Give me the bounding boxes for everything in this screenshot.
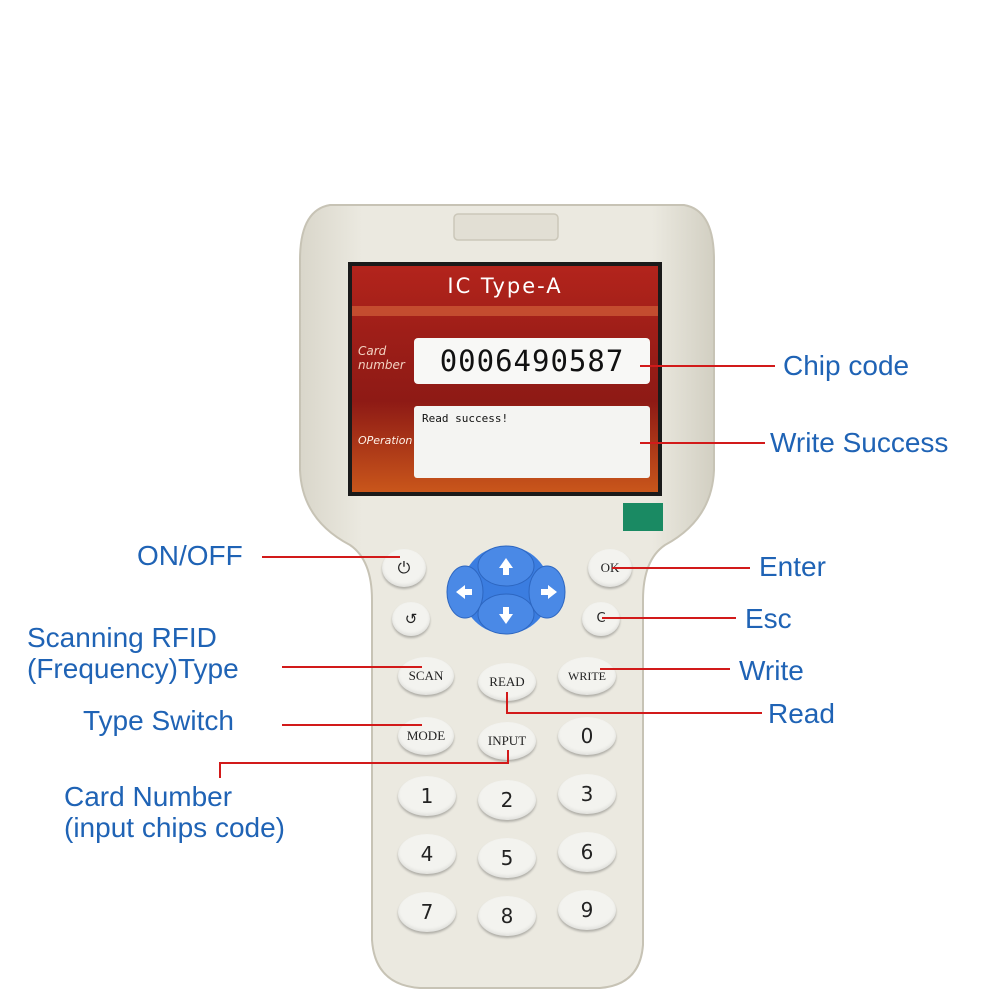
key-8[interactable]: 8 bbox=[478, 896, 536, 936]
callout-line-on-off bbox=[262, 556, 400, 558]
callout-line-input-vertical bbox=[507, 750, 509, 764]
key-3[interactable]: 3 bbox=[558, 774, 616, 814]
screen-title: IC Type-A bbox=[447, 274, 563, 298]
callout-line-chip-code bbox=[640, 365, 775, 367]
write-button[interactable]: WRITE bbox=[558, 657, 616, 695]
callout-line-input bbox=[219, 762, 509, 764]
callout-line-type-switch bbox=[282, 724, 422, 726]
callout-line-esc bbox=[602, 617, 736, 619]
power-button[interactable]: ⏻ bbox=[382, 549, 426, 587]
key-9[interactable]: 9 bbox=[558, 890, 616, 930]
key-7[interactable]: 7 bbox=[398, 892, 456, 932]
key-0[interactable]: 0 bbox=[558, 717, 616, 755]
arrow-right-icon bbox=[548, 585, 557, 599]
label-on-off: ON/OFF bbox=[137, 540, 243, 571]
label-type-switch: Type Switch bbox=[83, 705, 234, 736]
label-enter: Enter bbox=[759, 551, 826, 582]
label-write: Write bbox=[739, 655, 804, 686]
callout-line-card-number-vertical bbox=[219, 762, 221, 778]
label-read: Read bbox=[768, 698, 835, 729]
operation-message: Read success! bbox=[414, 406, 650, 478]
callout-line-read bbox=[506, 712, 762, 714]
label-card-number-line2: (input chips code) bbox=[64, 812, 286, 843]
arrow-left-icon bbox=[456, 585, 465, 599]
label-esc: Esc bbox=[745, 603, 792, 634]
label-scanning-line2: (Frequency)Type bbox=[27, 653, 239, 684]
scan-button[interactable]: SCAN bbox=[398, 657, 454, 695]
screen-divider bbox=[352, 306, 658, 316]
callout-line-read-vertical bbox=[506, 692, 508, 714]
operation-label: OPeration bbox=[358, 434, 413, 447]
label-write-success: Write Success bbox=[770, 427, 949, 458]
read-button[interactable]: READ bbox=[478, 663, 536, 701]
c-button[interactable]: C bbox=[582, 602, 620, 636]
key-1[interactable]: 1 bbox=[398, 776, 456, 816]
key-2[interactable]: 2 bbox=[478, 780, 536, 820]
lcd-screen: IC Type-A Card number 0006490587 OPerati… bbox=[348, 262, 662, 496]
callout-line-enter bbox=[612, 567, 750, 569]
key-4[interactable]: 4 bbox=[398, 834, 456, 874]
back-button[interactable]: ↺ bbox=[392, 602, 430, 636]
callout-line-write bbox=[600, 668, 730, 670]
card-number-label: Card number bbox=[358, 344, 405, 372]
callout-line-write-success bbox=[640, 442, 765, 444]
label-scanning-line1: Scanning RFID bbox=[27, 622, 217, 653]
key-5[interactable]: 5 bbox=[478, 838, 536, 878]
mode-button[interactable]: MODE bbox=[398, 717, 454, 755]
arrow-down-icon bbox=[499, 614, 513, 624]
arrow-up-icon bbox=[499, 558, 513, 568]
label-card-number-line1: Card Number bbox=[64, 781, 233, 812]
card-number-display: 0006490587 bbox=[414, 338, 650, 384]
key-6[interactable]: 6 bbox=[558, 832, 616, 872]
label-chip-code: Chip code bbox=[783, 350, 910, 381]
callout-line-scanning bbox=[282, 666, 422, 668]
